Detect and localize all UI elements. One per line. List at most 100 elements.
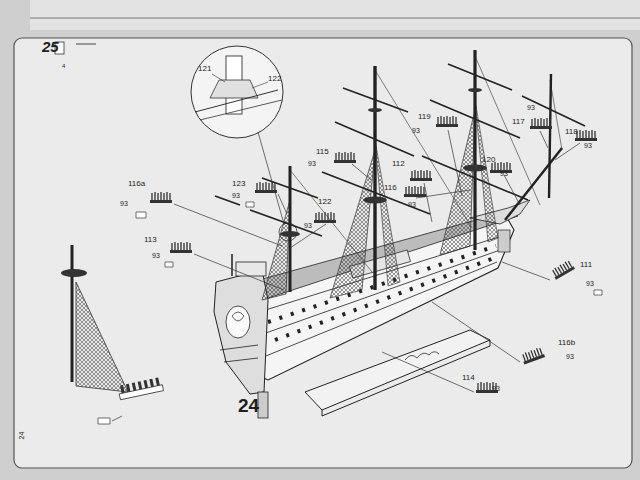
ship-masts [289, 166, 292, 292]
leader-lines [540, 131, 548, 148]
callout-number: 93 [527, 104, 535, 111]
ship-masts [280, 231, 300, 237]
callout-number: 93 [586, 280, 594, 287]
part-icons [404, 186, 426, 197]
ship-rigging [440, 110, 475, 255]
ship-hull [470, 200, 530, 224]
page-background [14, 38, 632, 468]
mast-detail [76, 282, 128, 392]
leader-lines [448, 130, 462, 196]
ship-masts [473, 50, 476, 250]
mast-detail [71, 245, 74, 382]
leader-lines [174, 204, 282, 246]
part-icons [530, 118, 552, 129]
part-icons [575, 130, 597, 141]
ship-yards [343, 88, 408, 112]
part-icons [136, 116, 602, 393]
part-icons [521, 347, 545, 365]
ship-rigging [375, 70, 472, 228]
ship-rigging [262, 56, 562, 300]
callout-number: 93 [492, 385, 500, 392]
page-background [30, 18, 640, 19]
callout-number: 111 [580, 261, 592, 269]
ship-masts [549, 74, 551, 198]
callout-number: 93 [408, 201, 416, 208]
callout-number: 121 [198, 65, 211, 73]
callout-number: 123 [232, 180, 245, 188]
leader-lines [432, 302, 520, 362]
callout-number: 119 [418, 113, 431, 121]
callout-number: 117 [512, 118, 525, 126]
part-icons [410, 170, 432, 181]
leader-lines [416, 190, 470, 198]
page-background [30, 0, 640, 30]
ship-yards [215, 64, 585, 236]
detail-inset [210, 80, 258, 98]
mast-detail [112, 416, 122, 421]
callout-number: 114 [462, 374, 475, 382]
detail-inset [212, 74, 225, 82]
callout-number: 93 [412, 127, 420, 134]
callout-number: 112 [392, 160, 405, 168]
leader-lines [424, 183, 432, 222]
ship-masts [368, 108, 382, 112]
ship-masts [505, 148, 562, 220]
callout-number: 116b [558, 339, 575, 347]
callout-number: 113 [144, 236, 157, 244]
part-icons [314, 212, 336, 223]
ship-yards [422, 156, 528, 200]
leader-lines [174, 130, 580, 392]
ship-masts [232, 50, 562, 292]
callout-number: 93 [584, 142, 592, 149]
ship-masts [463, 165, 487, 172]
mast-detail [98, 418, 110, 424]
detail-inset [191, 46, 297, 241]
ship-masts [363, 197, 387, 204]
ship-yards [448, 64, 512, 90]
leader-lines [352, 164, 371, 180]
detail-inset [200, 100, 282, 120]
ship-yards [430, 100, 520, 138]
detail-inset [195, 90, 278, 112]
mast-detail [121, 378, 158, 393]
part-icons [150, 192, 172, 203]
ship-rigging [290, 170, 372, 272]
ship-stand [322, 410, 323, 416]
part-icons [255, 182, 277, 193]
ship-masts [231, 254, 233, 276]
detail-inset [191, 46, 283, 138]
ship-masts [468, 88, 482, 92]
callout-number: 116 [384, 184, 397, 192]
ship-yards [250, 210, 322, 236]
callout-number: 93 [232, 192, 240, 199]
leader-lines [194, 254, 284, 290]
callout-number: 120 [482, 156, 495, 164]
part-icons [136, 202, 602, 295]
ship-hull [498, 230, 510, 252]
callout-number: 116a [128, 180, 145, 188]
callout-number: 93 [566, 353, 574, 360]
callout-number: 93 [308, 160, 316, 167]
ship-hull [236, 262, 266, 276]
ship-hull [226, 306, 250, 338]
mast-detail [61, 269, 87, 277]
ship-yards [335, 122, 414, 156]
step-number: 25 [42, 39, 59, 54]
callout-number: 122 [268, 75, 281, 83]
part-icons [334, 152, 356, 163]
detail-inset [252, 82, 268, 88]
mast-detail [118, 377, 164, 400]
leader-lines [382, 352, 474, 392]
detail-inset [258, 132, 284, 224]
part-icons [436, 116, 458, 127]
ship-hull [214, 200, 530, 418]
leader-lines [278, 194, 287, 214]
ship-hull [214, 270, 268, 394]
quantity: 4 [62, 63, 65, 69]
ship-yards [262, 178, 318, 198]
ship-rigging [330, 150, 375, 298]
leader-lines [502, 262, 550, 280]
